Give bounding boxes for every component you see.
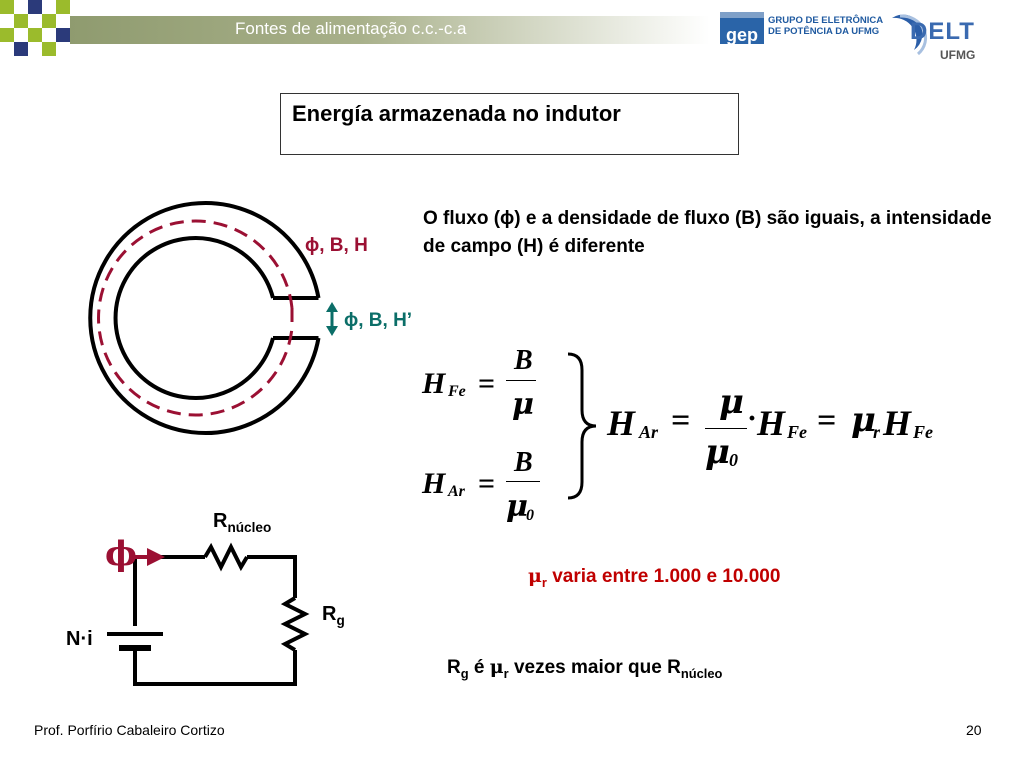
mmf-source-battery [107,632,163,651]
circuit-wire-right [247,555,297,598]
magnetic-circuit [107,542,310,686]
equation-result: H Ar = μ μ 0 · H Fe = μ r H Fe [607,382,933,472]
resistor-gap-zigzag [280,596,310,652]
equation-h-fe: H Fe = B μ [422,345,552,425]
header-bar [70,16,710,44]
flux-arrow-icon [135,548,165,566]
header-title: Fontes de alimentação c.c.-c.a [235,19,467,38]
header-corner-pattern [0,0,80,60]
toroid-core [88,201,321,435]
delt-logo-text: DELT [910,18,975,45]
toroid-core-diagram [88,201,338,435]
gep-logo-text: GRUPO DE ELETRÔNICA DE POTÊNCIA DA UFMG [768,15,884,37]
gap-field-label: ϕ, B, H’ [344,310,413,331]
title-box [280,93,739,155]
resistor-core-label: Rnúcleo [213,510,272,535]
explanation-paragraph: O fluxo (ϕ) e a densidade de fluxo (B) s… [423,208,992,257]
circuit-wire-bottom [133,650,297,686]
gep-logo: gep [720,12,764,45]
slide-title: Energía armazenada no indutor [292,101,621,126]
resistor-core-zigzag [203,542,249,572]
core-field-label: ϕ, B, H [305,235,368,256]
delt-logo: DELT UFMG [888,10,1008,66]
ufmg-logo-text: UFMG [940,48,976,62]
resistor-gap-label: Rg [322,603,345,628]
equation-h-ar: H Ar = B μ 0 [422,447,552,527]
mur-range-note: μr varia entre 1.000 e 10.000 [528,565,781,590]
equation-brace [567,352,597,500]
footer-author: Prof. Porfírio Cabaleiro Cortizo [34,722,225,738]
circuit-flux-symbol: ϕ [105,534,138,574]
gap-arrow-icon [326,302,338,336]
rg-ratio-note: Rg é μr vezes maior que Rnúcleo [447,656,723,681]
flux-path-dashed [97,219,294,417]
footer-page-number: 20 [966,722,982,738]
mmf-source-label: N·i [66,628,93,650]
